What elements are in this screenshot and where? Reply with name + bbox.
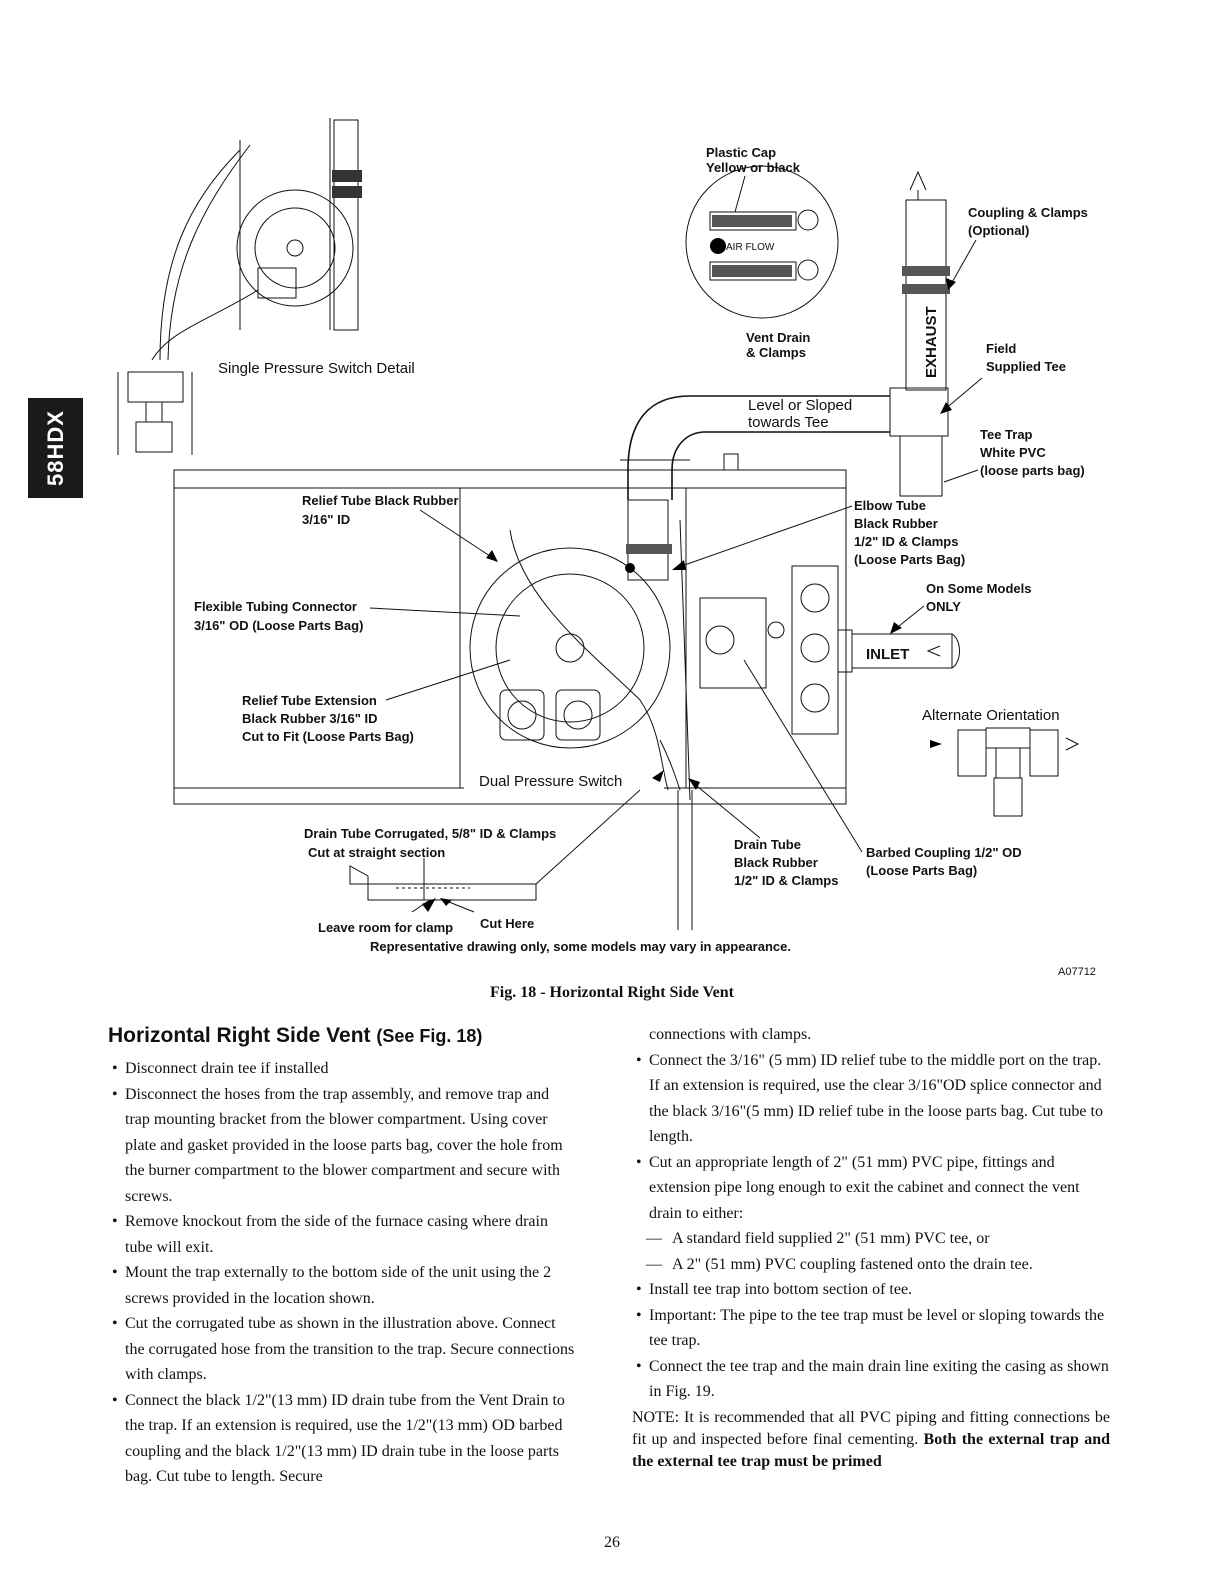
drain-tube-label: Drain Tube xyxy=(734,837,801,852)
list-item: Mount the trap externally to the bottom … xyxy=(108,1260,578,1311)
air-flow-label: AIR FLOW xyxy=(726,242,775,253)
vent-diagram: Single Pressure Switch Detail AIR FLOW P… xyxy=(117,118,1088,954)
list-item: Cut an appropriate length of 2" (51 mm) … xyxy=(632,1150,1110,1227)
relief-ext-cut-label: Cut to Fit (Loose Parts Bag) xyxy=(242,729,414,744)
leave-room-label: Leave room for clamp xyxy=(318,920,453,935)
drain-rubber-label: Black Rubber xyxy=(734,855,818,870)
plastic-cap-detail: AIR FLOW Plastic Cap Yellow or black Ven… xyxy=(685,145,839,360)
figure-id: A07712 xyxy=(1058,966,1096,978)
relief-ext-label: Relief Tube Extension xyxy=(242,693,377,708)
drain-corrugated-label: Drain Tube Corrugated, 5/8" ID & Clamps xyxy=(304,826,556,841)
alternate-orientation: Alternate Orientation xyxy=(922,707,1080,817)
representative-label: Representative drawing only, some models… xyxy=(370,939,791,954)
elbow-bag-label: (Loose Parts Bag) xyxy=(854,552,965,567)
furnace-cabinet: Relief Tube Black Rubber 3/16" ID Flexib… xyxy=(173,453,965,930)
tee-trap-label: Tee Trap xyxy=(980,427,1033,442)
list-item: Connect the 3/16" (5 mm) ID relief tube … xyxy=(632,1048,1110,1150)
alt-orientation-label: Alternate Orientation xyxy=(922,707,1060,724)
flex-od-label: 3/16" OD (Loose Parts Bag) xyxy=(194,618,363,633)
list-item: Disconnect drain tee if installed xyxy=(108,1056,578,1082)
figure-caption: Fig. 18 - Horizontal Right Side Vent xyxy=(489,984,734,1001)
barbed-bag-label: (Loose Parts Bag) xyxy=(866,863,977,878)
elbow-id-label: 1/2" ID & Clamps xyxy=(854,534,958,549)
page-number: 26 xyxy=(604,1534,620,1551)
towards-tee-label: towards Tee xyxy=(748,414,829,431)
vent-drain-clamps-label: & Clamps xyxy=(746,345,806,360)
white-pvc-label: White PVC xyxy=(980,445,1046,460)
dual-switch-label: Dual Pressure Switch xyxy=(479,773,622,790)
exhaust-pipe: EXHAUST Level or Sloped towards Tee Coup… xyxy=(620,170,1088,500)
left-bullet-list: Disconnect drain tee if installed Discon… xyxy=(108,1056,578,1490)
plastic-cap-color-label: Yellow or black xyxy=(706,160,801,175)
list-item: Disconnect the hoses from the trap assem… xyxy=(108,1082,578,1210)
exhaust-label: EXHAUST xyxy=(923,306,940,378)
list-item: Connect the black 1/2"(13 mm) ID drain t… xyxy=(108,1388,578,1490)
right-column: connections with clamps. Connect the 3/1… xyxy=(632,1022,1110,1489)
list-item: Remove knockout from the side of the fur… xyxy=(108,1209,578,1260)
dash-item: A 2" (51 mm) PVC coupling fastened onto … xyxy=(632,1252,1110,1278)
relief-tube-label: Relief Tube Black Rubber xyxy=(302,493,459,508)
list-item: Important: The pipe to the tee trap must… xyxy=(632,1303,1110,1354)
list-item: Install tee trap into bottom section of … xyxy=(632,1277,1110,1303)
left-column: Horizontal Right Side Vent (See Fig. 18)… xyxy=(108,1022,578,1490)
on-some-models-label: On Some Models xyxy=(926,581,1031,596)
list-item: Cut the corrugated tube as shown in the … xyxy=(108,1311,578,1388)
field-label: Field xyxy=(986,341,1016,356)
tee-loose-parts-label: (loose parts bag) xyxy=(980,463,1085,478)
cut-here-label: Cut Here xyxy=(480,916,534,931)
continuation-text: connections with clamps. xyxy=(649,1026,812,1043)
cut-straight-label: Cut at straight section xyxy=(308,845,445,860)
inlet-pipe: INLET On Some Models ONLY xyxy=(837,581,1031,673)
note-bold-text: Both the external trap and the external … xyxy=(632,1430,1111,1470)
drain-tube-corrugated: Drain Tube Corrugated, 5/8" ID & Clamps … xyxy=(304,659,1022,954)
section-title-text: Horizontal Right Side Vent xyxy=(108,1024,371,1047)
only-label: ONLY xyxy=(926,599,961,614)
section-title: Horizontal Right Side Vent (See Fig. 18) xyxy=(108,1022,578,1050)
optional-label: (Optional) xyxy=(968,223,1029,238)
plastic-cap-label: Plastic Cap xyxy=(706,145,776,160)
single-switch-detail: Single Pressure Switch Detail xyxy=(117,118,415,455)
list-item: Connect the tee trap and the main drain … xyxy=(632,1354,1110,1405)
single-switch-label: Single Pressure Switch Detail xyxy=(218,360,415,377)
flex-connector-label: Flexible Tubing Connector xyxy=(194,599,357,614)
right-bullet-list-b: Install tee trap into bottom section of … xyxy=(632,1277,1110,1405)
note-label: NOTE: xyxy=(632,1408,680,1426)
dash-item: A standard field supplied 2" (51 mm) PVC… xyxy=(632,1226,1110,1252)
note-paragraph: NOTE: It is recommended that all PVC pip… xyxy=(632,1407,1110,1473)
supplied-tee-label: Supplied Tee xyxy=(986,359,1066,374)
level-sloped-label: Level or Sloped xyxy=(748,397,852,414)
vent-drain-label: Vent Drain xyxy=(746,330,810,345)
inlet-label: INLET xyxy=(866,646,909,663)
right-bullet-list-a: Connect the 3/16" (5 mm) ID relief tube … xyxy=(632,1048,1110,1227)
relief-tube-id-label: 3/16" ID xyxy=(302,512,350,527)
elbow-tube-label: Elbow Tube xyxy=(854,498,926,513)
relief-ext-rubber-label: Black Rubber 3/16" ID xyxy=(242,711,378,726)
note-text: It is recommended that all PVC piping an… xyxy=(632,1408,1110,1448)
barbed-coupling-label: Barbed Coupling 1/2" OD xyxy=(866,845,1022,860)
side-tab: 58HDX xyxy=(28,398,83,498)
section-see-ref: (See Fig. 18) xyxy=(376,1026,483,1046)
drain-id-label: 1/2" ID & Clamps xyxy=(734,873,838,888)
elbow-rubber-label: Black Rubber xyxy=(854,516,938,531)
coupling-clamps-label: Coupling & Clamps xyxy=(968,205,1088,220)
